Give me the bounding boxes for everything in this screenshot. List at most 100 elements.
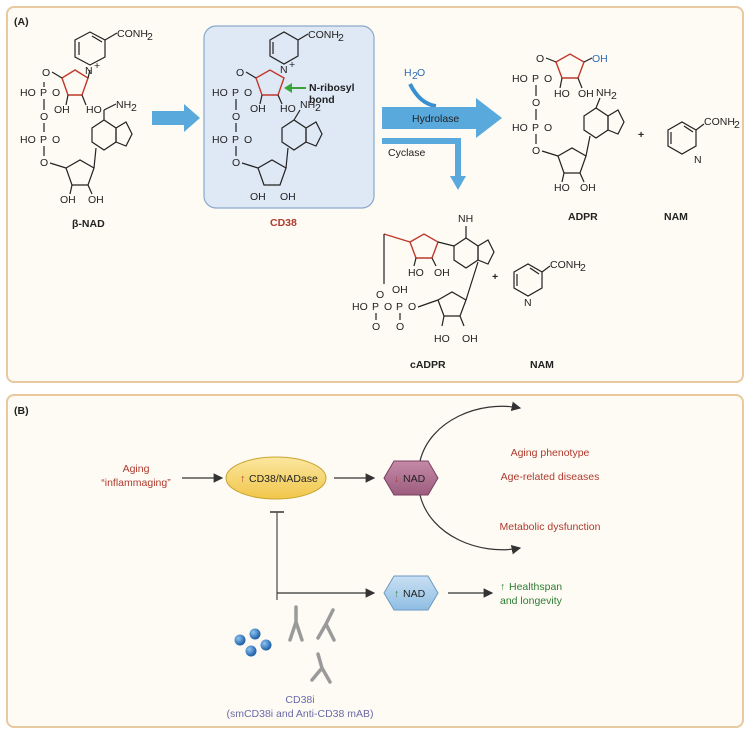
bnad-oh-1: OH [54,104,70,116]
cadpr-o-3: O [384,301,392,313]
water-h: H [404,67,412,79]
adpr-o-3: O [532,97,540,109]
bnad-oh-2: HO [86,104,102,116]
bnad-nh2-sub: 2 [131,102,137,114]
cadpr-p-2: P [396,301,403,313]
bnad-ho-2: HO [20,134,36,146]
plus-1: + [638,129,644,141]
bnad-conh2-sub: 2 [147,31,153,43]
adpr-ho-p-2: HO [512,122,528,134]
hydrolase-arrow [382,98,502,138]
cadpr-oh-2: OH [462,333,478,345]
cyclase-arrow-head [450,176,466,190]
arc-to-metabolic [419,494,522,555]
cadpr-o-2: O [372,321,380,333]
nam1-conh2: CONH [704,116,735,128]
cd38-p-1: P [232,87,239,99]
adpr-o-2: O [544,73,552,85]
arc-to-aging-phenotype [419,401,522,462]
nam2-conh2-sub: 2 [580,262,586,274]
nad-up-arrow: ↑ [394,588,399,600]
cadpr-ho-p-1: HO [352,301,368,313]
cadpr-o-1: O [376,289,384,301]
cd38-up-arrow: ↑ [240,473,245,485]
cd38-nadase-label: CD38/NADase [249,473,318,485]
bnad-conh2: CONH [117,28,148,40]
cadpr-ho-2: HO [434,333,450,345]
cadpr-o-4: O [396,321,404,333]
nam1-conh2-sub: 2 [734,119,740,131]
bnad-o-1: O [42,67,50,79]
adpr-nh2: NH [596,87,611,99]
aging-phenotype-label: Aging phenotype [511,447,590,459]
bnad-oh-4: OH [88,194,104,206]
aging-line-1: Aging [123,463,150,475]
bnad-o-2: O [52,87,60,99]
up-nad-label: NAD [403,588,426,600]
cd38-p-2: P [232,134,239,146]
arrow-to-cd38 [152,104,200,132]
cd38-o-2: O [244,87,252,99]
nam1-label: NAM [664,211,688,223]
bnad-p-2: P [40,134,47,146]
nam2-structure: N [513,263,551,309]
nam2-conh2: CONH [550,259,581,271]
water-arrow [408,83,437,108]
n-ribosyl-pointer [284,83,292,93]
water-o: O [417,67,425,79]
cd38-n: N [280,64,288,76]
panel-a-label: (A) [14,16,29,28]
age-related-diseases-label: Age-related diseases [501,471,600,483]
adpr-p-1: P [532,73,539,85]
cd38-o-4: O [244,134,252,146]
cd38-conh2-sub: 2 [338,32,344,44]
adpr-p-2: P [532,122,539,134]
antibody-icon [288,605,336,684]
panel-b-label: (B) [14,405,29,417]
adpr-label: ADPR [568,211,598,223]
adpr-o-5: O [532,145,540,157]
panel-a [6,6,744,383]
small-molecule-inhibitors-icon [234,628,272,657]
cd38-oh-4: OH [280,191,296,203]
nam2-n: N [524,297,532,309]
cd38-nh2-sub: 2 [315,102,321,114]
adpr-o-4: O [544,122,552,134]
cd38i-label: CD38i [285,694,314,706]
cd38i-sublabel: (smCD38i and Anti-CD38 mAB) [226,708,373,720]
cd38-ho-1: HO [212,87,228,99]
cadpr-structure: HO OH NH O P HO O O P OH O O HO OH [352,213,495,345]
adpr-nh2-sub: 2 [611,90,617,102]
bnad-nh2: NH [116,99,131,111]
healthspan-label-1: Healthspan [509,581,562,593]
cd38-label: CD38 [270,217,297,229]
beta-nad-label: β-NAD [72,218,105,230]
adpr-structure: OH HO OH O P HO O O P HO O O NH 2 HO OH [512,53,625,194]
cadpr-o-5: O [408,301,416,313]
adpr-ho-p-1: HO [512,73,528,85]
adpr-oh-2: OH [580,182,596,194]
cd38-oh-3: OH [250,191,266,203]
nam1-structure: N [667,121,705,166]
cd38-nadase-ellipse [225,456,327,500]
cd38-box [203,25,375,209]
bnad-o-5: O [40,157,48,169]
cadpr-ho-1: HO [408,267,424,279]
nam1-n: N [694,154,702,166]
adpr-ho-1: HO [554,88,570,100]
adpr-oh-top: OH [592,53,608,65]
n-ribosyl-label-1: N-ribosyl [309,82,355,94]
aging-line-2: “inflammaging” [101,477,171,489]
healthspan-up-arrow: ↑ [500,581,505,593]
n-ribosyl-label-2: bond [309,94,335,106]
cd38-nplus: + [289,59,295,71]
bnad-nplus: + [94,60,100,72]
nad-down-arrow: ↓ [394,473,399,485]
cadpr-oh-1: OH [434,267,450,279]
healthspan-label-2: and longevity [500,595,563,607]
hydrolase-label: Hydrolase [412,113,459,125]
cd38-nh2: NH [300,99,315,111]
down-nad-label: NAD [403,473,426,485]
cyclase-arrow-line [382,138,461,176]
